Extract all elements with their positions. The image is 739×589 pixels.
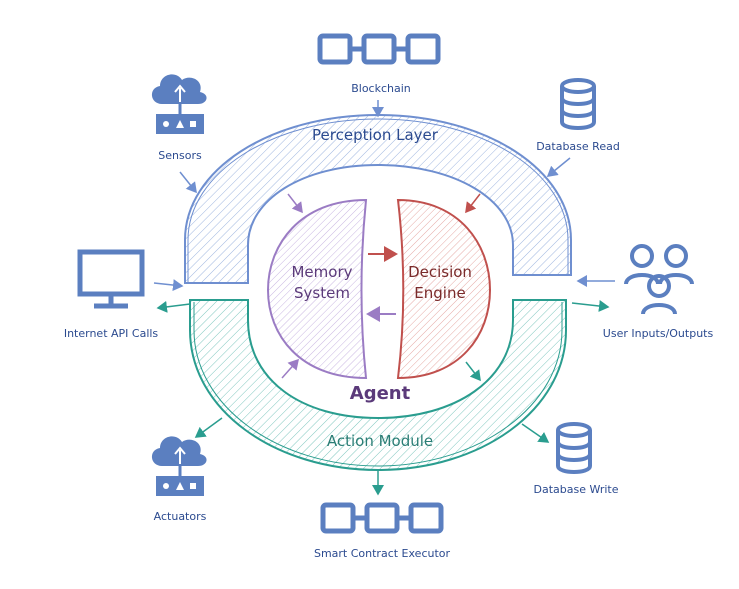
memory-system-shape xyxy=(266,198,368,380)
internet-input-arrow xyxy=(153,279,184,292)
user-output-arrow xyxy=(571,300,610,312)
action-to-memory-arrow xyxy=(281,358,299,379)
database-icon xyxy=(556,422,592,474)
cloud-upload-icon xyxy=(151,436,207,496)
decision-engine-label-line2: Engine xyxy=(414,284,466,302)
decision-engine-label-line1: Decision xyxy=(408,263,472,281)
decision-engine-label: Decision Engine xyxy=(408,262,472,304)
actuators-label: Actuators xyxy=(153,510,207,523)
agent-label: Agent xyxy=(349,383,411,404)
perception-to-memory-arrow xyxy=(287,193,303,214)
decision-to-action-arrow xyxy=(465,361,481,382)
internet-output-arrow xyxy=(156,300,191,313)
database-write-output-arrow xyxy=(521,423,550,443)
user-inputs-outputs-label: User Inputs/Outputs xyxy=(602,327,714,340)
chain-links-icon xyxy=(317,33,441,65)
sensors-label: Sensors xyxy=(158,149,202,162)
database-read-input-arrow xyxy=(546,157,571,177)
perception-layer-band xyxy=(184,113,572,284)
chain-links-icon xyxy=(320,502,444,534)
actuators-output-arrow xyxy=(194,417,223,438)
memory-system-label-line2: System xyxy=(294,284,350,302)
cloud-upload-icon xyxy=(151,74,207,134)
perception-to-decision-arrow xyxy=(465,193,481,214)
monitor-icon xyxy=(77,249,145,309)
database-write-label: Database Write xyxy=(533,483,619,496)
smart-contract-executor-label: Smart Contract Executor xyxy=(313,547,451,560)
decision-engine-shape xyxy=(396,198,492,380)
action-module-label: Action Module xyxy=(326,432,434,450)
action-module-band xyxy=(189,299,567,472)
blockchain-label: Blockchain xyxy=(351,82,411,95)
database-read-label: Database Read xyxy=(536,140,620,153)
perception-layer-label: Perception Layer xyxy=(312,126,438,144)
memory-system-label-line1: Memory xyxy=(291,263,353,281)
users-group-icon xyxy=(624,244,694,315)
sensors-input-arrow xyxy=(179,171,197,194)
database-icon xyxy=(560,78,596,130)
internet-api-calls-label: Internet API Calls xyxy=(63,327,159,340)
memory-system-label: Memory System xyxy=(291,262,352,304)
